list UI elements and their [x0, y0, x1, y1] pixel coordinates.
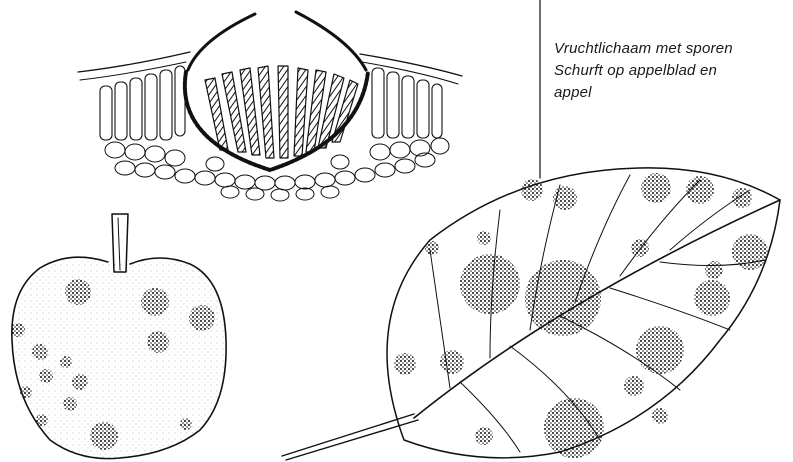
cross-section-illustration: [78, 12, 462, 201]
apple-illustration: [11, 214, 226, 459]
leaf-illustration: [282, 168, 780, 460]
